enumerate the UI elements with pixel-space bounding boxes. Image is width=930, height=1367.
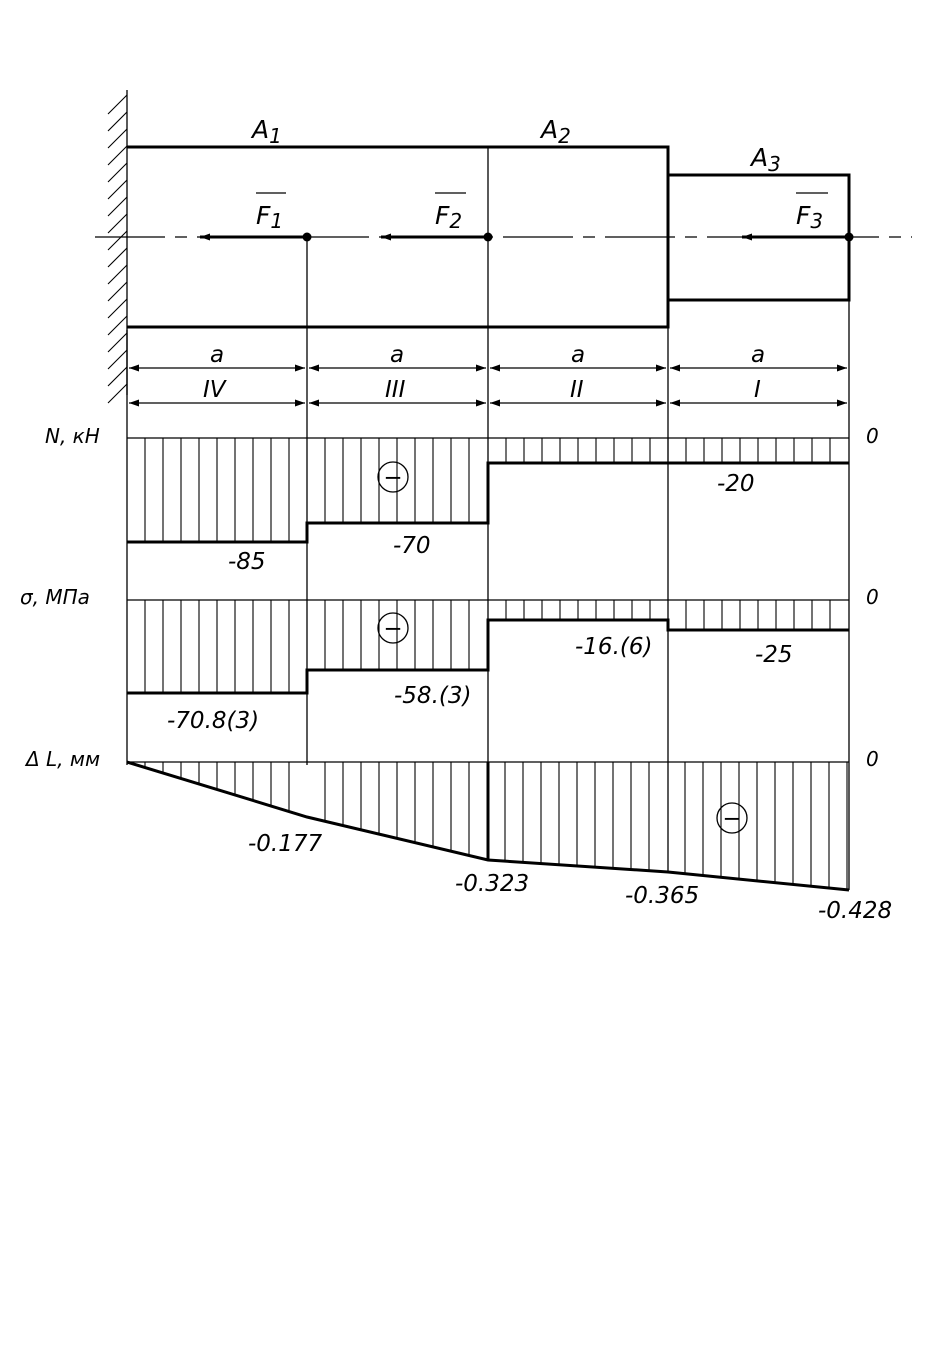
hatch-line [107,128,128,149]
hatch-line [107,162,128,183]
hatch-line [107,145,128,166]
dl-axis-label: Δ L, мм [24,747,100,771]
dl-value-1: -0.177 [248,831,323,857]
dl-value-4: -0.428 [818,898,892,924]
area-label-1: A1 [250,115,282,148]
length-label-IV: a [210,342,224,368]
hatch-line [107,94,128,115]
section-number-I: I [754,377,761,403]
stress-diagram: σ, МПа 0 − -70.8(3) -58.(3) -16.(6) -25 [20,585,879,734]
hatch-line [107,247,128,268]
dl-zero-label: 0 [866,747,879,771]
force-F1: F1 [200,192,312,242]
normal-force-diagram: N, кН 0 − -85 -70 -20 [45,424,879,575]
n-zero-label: 0 [866,424,879,448]
hatch-line [107,298,128,319]
force-F3: F3 [742,192,854,242]
hatch-line [107,332,128,353]
area-label-3: A3 [749,143,781,176]
svg-text:F1: F1 [256,201,283,233]
dimension-lines [129,364,847,407]
dl-value-2: -0.323 [455,871,529,897]
hatch-line [107,196,128,217]
hatch-line [107,349,128,370]
sigma-zero-label: 0 [866,585,879,609]
n-value-I-II: -20 [717,471,755,497]
hatch-line [107,213,128,234]
svg-text:F3: F3 [796,201,823,233]
hatch-line [107,264,128,285]
hatch-line [107,383,128,404]
hatch-line [107,366,128,387]
section-number-II: II [570,377,584,403]
sigma-value-I: -25 [755,642,793,668]
hatch-line [107,179,128,200]
force-F2: F2 [381,192,493,242]
n-sign: − [383,465,402,491]
hatch-line [107,230,128,251]
hatch-line [107,111,128,132]
dl-sign: − [722,806,741,832]
n-axis-label: N, кН [45,424,100,448]
elongation-diagram: Δ L, мм 0 − -0.177 -0.323 -0.365 -0.428 [24,747,892,924]
sigma-value-II: -16.(6) [575,634,652,660]
fixed-wall [107,90,128,404]
sigma-value-III: -58.(3) [394,683,471,709]
area-label-2: A2 [539,115,571,148]
sigma-sign: − [383,616,402,642]
dl-value-3: -0.365 [625,883,699,909]
length-label-II: a [571,342,585,368]
section-number-III: III [385,377,406,403]
sigma-axis-label: σ, МПа [20,585,90,609]
length-label-I: a [751,342,765,368]
n-value-IV: -85 [228,549,266,575]
sigma-value-IV: -70.8(3) [167,708,259,734]
hatch-line [107,315,128,336]
n-value-III: -70 [393,533,431,559]
section-number-IV: IV [203,377,228,403]
svg-text:F2: F2 [435,201,462,233]
length-label-III: a [390,342,404,368]
n-sign-circle [377,461,409,493]
dl-sign-circle [716,802,748,834]
hatch-line [107,281,128,302]
sigma-sign-circle [377,612,409,644]
